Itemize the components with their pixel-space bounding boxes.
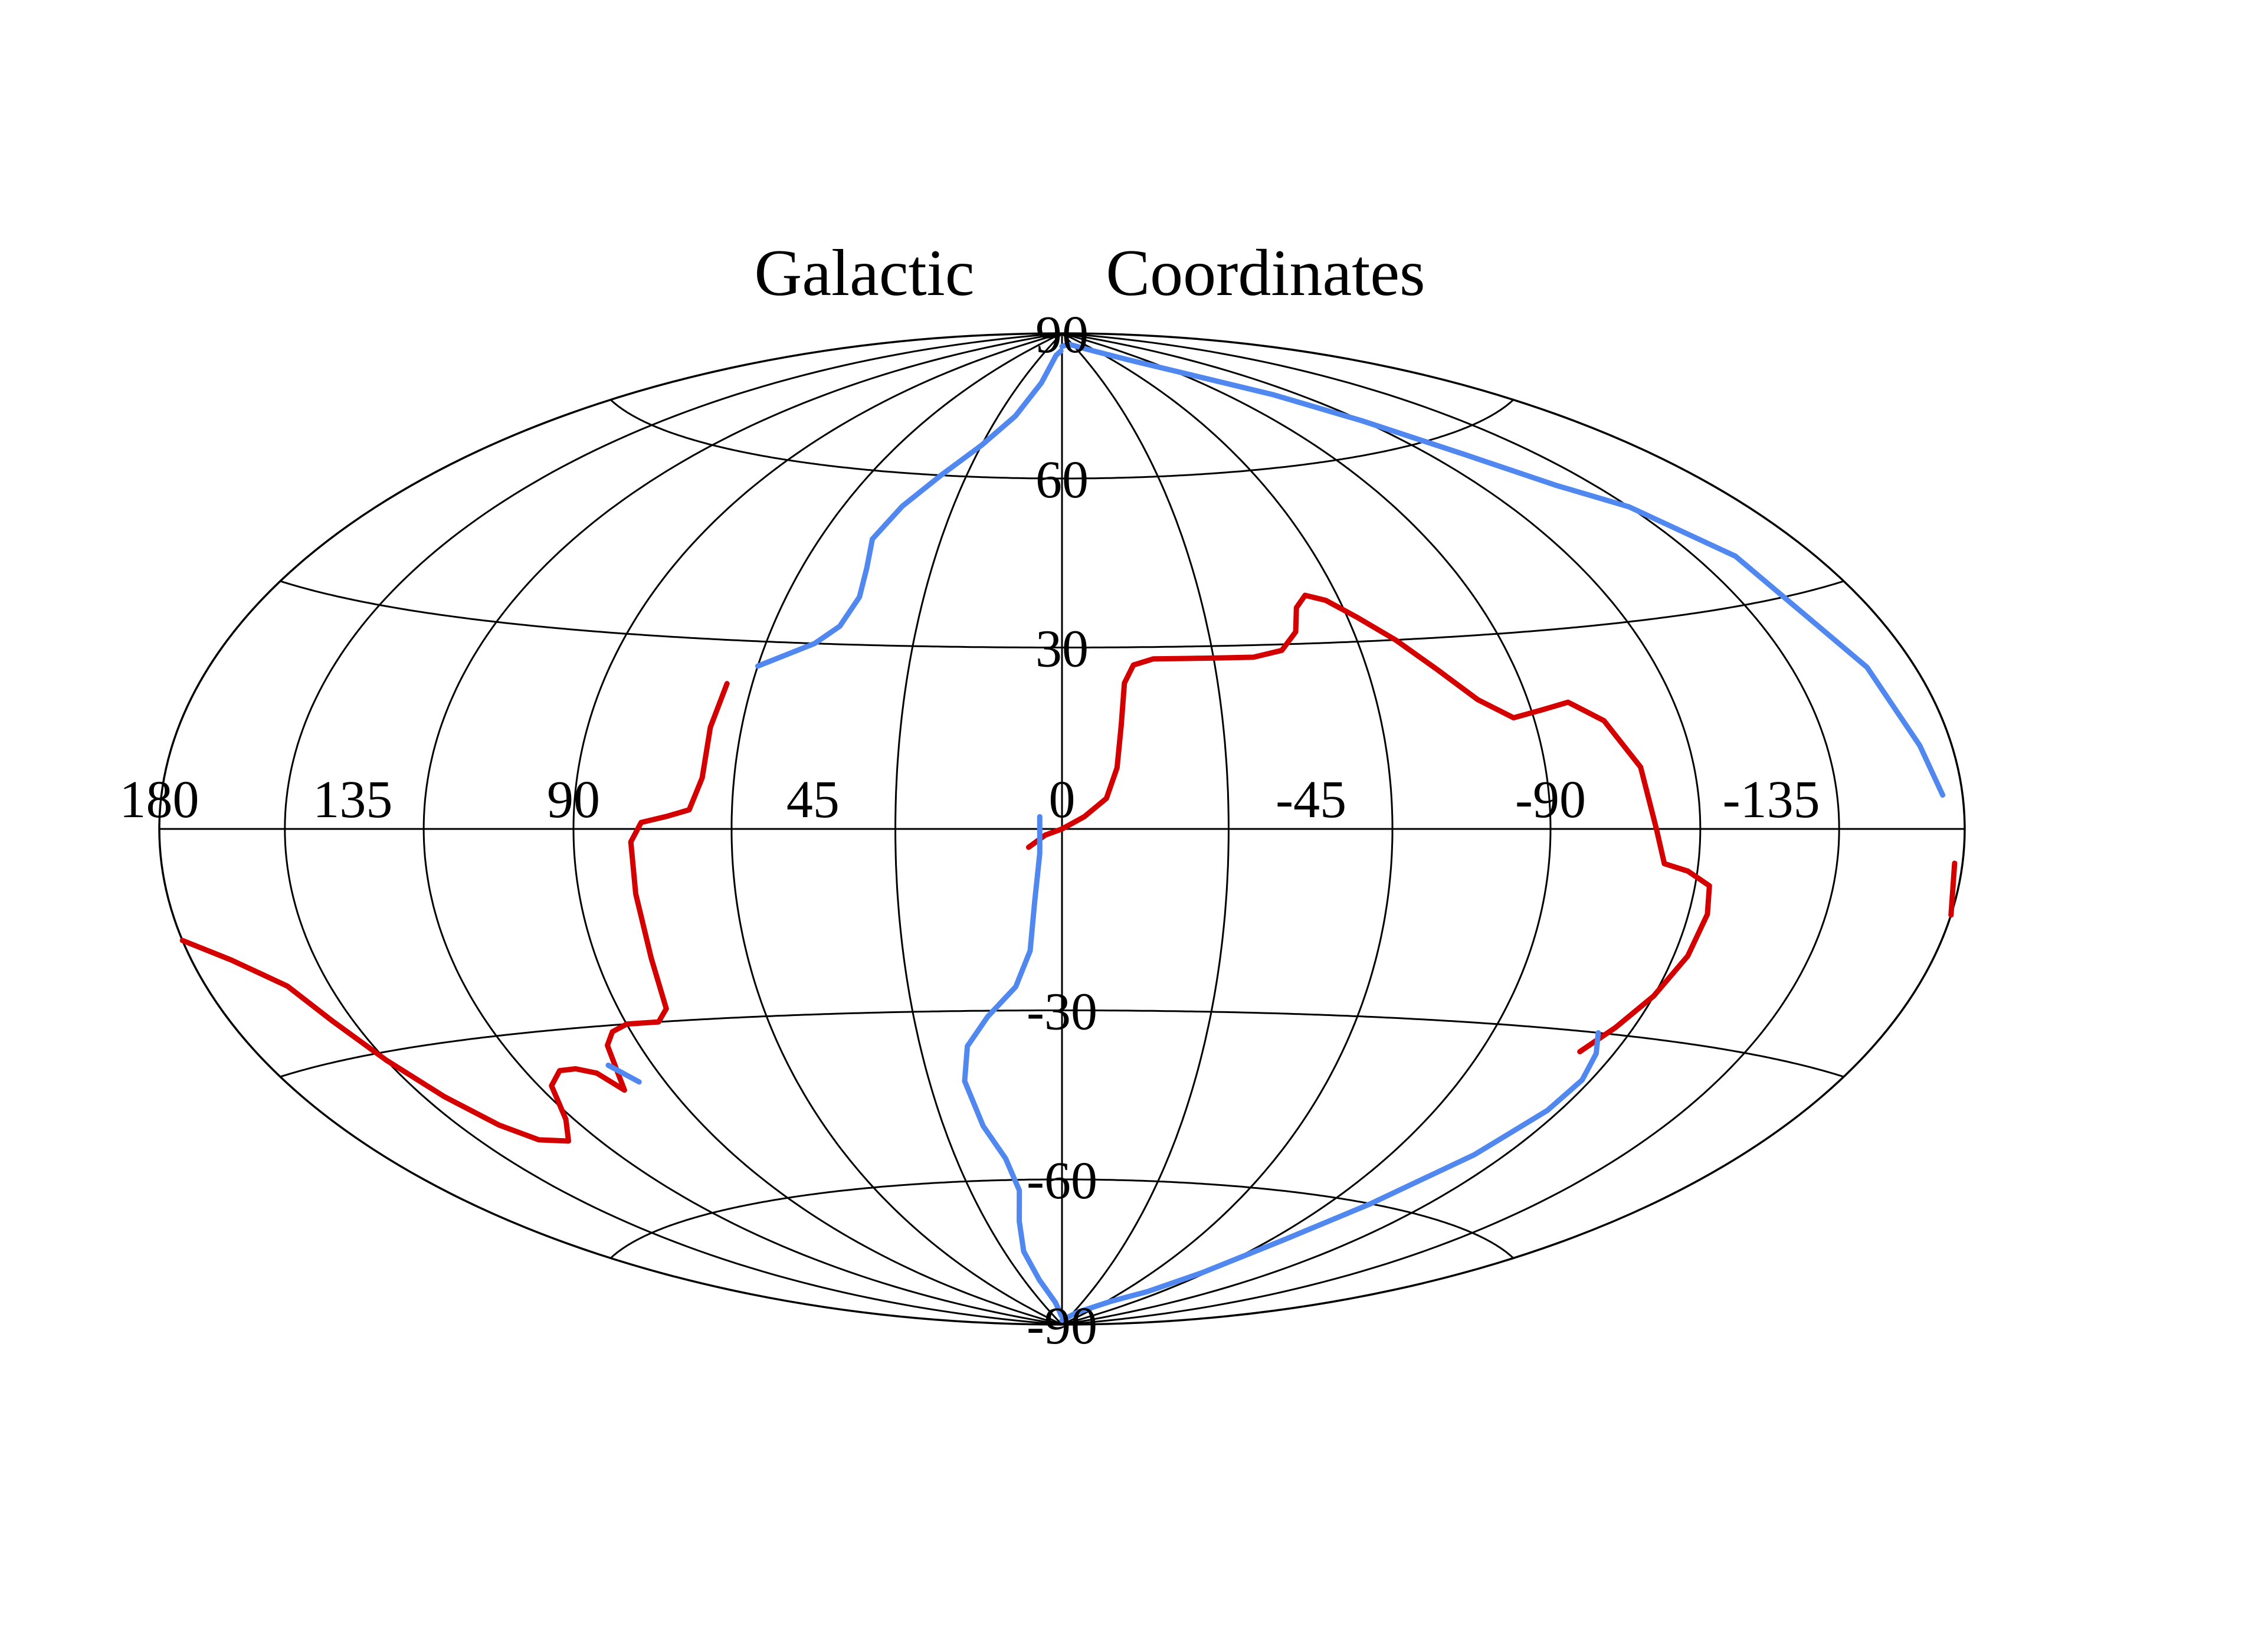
series-line-5	[1059, 341, 1946, 798]
x-tick-label: 180	[120, 771, 199, 829]
x-tick-label: 135	[313, 771, 392, 829]
x-tick-label: -45	[1276, 771, 1346, 829]
graticule	[158, 332, 1966, 1326]
chart-title-part-2: Coordinates	[1106, 237, 1425, 310]
tick-labels: 180 135 90 45 0 -45 -90 -135 90 60 30 -30 -60 -90	[120, 306, 1820, 1355]
x-tick-label: 45	[786, 771, 840, 829]
chart-title-part-1: Galactic	[754, 237, 974, 310]
y-tick-label: 60	[1035, 451, 1089, 509]
data-series	[179, 341, 1958, 1323]
y-tick-label: -30	[1027, 983, 1097, 1041]
series-line-8	[1059, 1030, 1601, 1323]
y-tick-label: -60	[1027, 1152, 1097, 1210]
y-tick-label: -90	[1027, 1297, 1097, 1355]
x-tick-label: -135	[1723, 771, 1820, 829]
series-line-6	[605, 1063, 642, 1085]
parallel-line	[609, 399, 1515, 480]
parallel-line	[280, 580, 1844, 648]
series-line-4	[755, 348, 1064, 669]
y-tick-label: 90	[1035, 306, 1089, 364]
x-tick-label: 0	[1049, 771, 1076, 829]
parallel-line	[609, 1178, 1515, 1259]
series-line-7	[962, 814, 1064, 1319]
x-tick-label: -90	[1515, 771, 1586, 829]
parallel-line	[280, 1009, 1844, 1078]
series-line-3	[1948, 860, 1958, 918]
x-tick-label: 90	[547, 771, 600, 829]
y-tick-label: 30	[1035, 620, 1089, 678]
series-line-1	[179, 681, 730, 1144]
series-line-2	[1025, 592, 1712, 1054]
